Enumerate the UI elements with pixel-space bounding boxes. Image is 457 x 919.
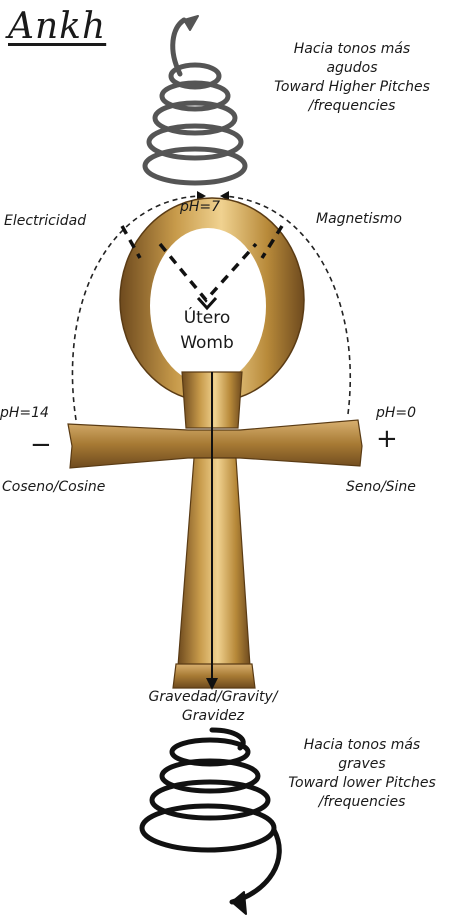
sine-label: Seno/Sine: [346, 478, 416, 497]
ph-top-label: pH=7: [180, 198, 220, 217]
cosine-label: Coseno/Cosine: [2, 478, 105, 497]
higher-pitch-line-1: Hacia tonos más: [252, 40, 452, 59]
higher-pitch-line-2: agudos: [252, 59, 452, 78]
gravity-line-1: Gravedad/Gravity/: [128, 688, 298, 707]
higher-pitch-line-4: /frequencies: [252, 97, 452, 116]
womb-label: Útero Womb: [168, 306, 246, 355]
womb-line-2: Womb: [168, 331, 246, 356]
negative-sign: −: [30, 432, 52, 458]
magnetism-label: Magnetismo: [316, 210, 402, 229]
lower-pitch-line-3: Toward lower Pitches: [272, 774, 452, 793]
higher-pitch-note: Hacia tonos más agudos Toward Higher Pit…: [252, 40, 452, 116]
positive-sign: +: [376, 426, 398, 452]
electricity-label: Electricidad: [4, 212, 86, 231]
womb-line-1: Útero: [168, 306, 246, 331]
upward-spiral-icon: [145, 16, 245, 183]
page-title: Ankh: [8, 6, 106, 47]
downward-spiral-icon: [142, 730, 279, 914]
gravity-line-2: Gravidez: [128, 707, 298, 726]
ankh-figure: [68, 198, 362, 688]
higher-pitch-line-3: Toward Higher Pitches: [252, 78, 452, 97]
gravity-label: Gravedad/Gravity/ Gravidez: [128, 688, 298, 726]
lower-pitch-note: Hacia tonos más graves Toward lower Pitc…: [272, 736, 452, 812]
lower-pitch-line-2: graves: [272, 755, 452, 774]
ph-right-label: pH=0: [376, 404, 416, 423]
lower-pitch-line-4: /frequencies: [272, 793, 452, 812]
lower-pitch-line-1: Hacia tonos más: [272, 736, 452, 755]
ph-left-label: pH=14: [0, 404, 49, 423]
